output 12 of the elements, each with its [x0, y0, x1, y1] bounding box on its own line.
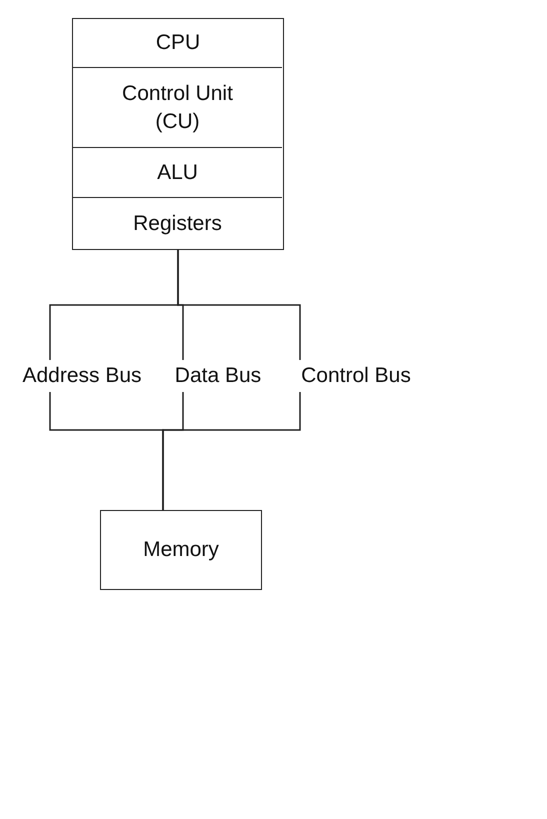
bus-label: Address Bus: [22, 363, 142, 389]
component-label: Memory: [143, 537, 219, 563]
component-label: CPU: [154, 30, 202, 56]
bus-line: [177, 250, 301, 360]
bus-line: [162, 392, 301, 510]
component-label: Registers: [133, 210, 222, 236]
component-box: [100, 510, 262, 590]
component-box: [72, 18, 284, 250]
component-label: Control Unit (CU): [121, 80, 234, 134]
bus-label: Control Bus: [301, 363, 411, 389]
component-label: ALU: [157, 160, 198, 186]
bus-label: Data Bus: [174, 363, 262, 389]
